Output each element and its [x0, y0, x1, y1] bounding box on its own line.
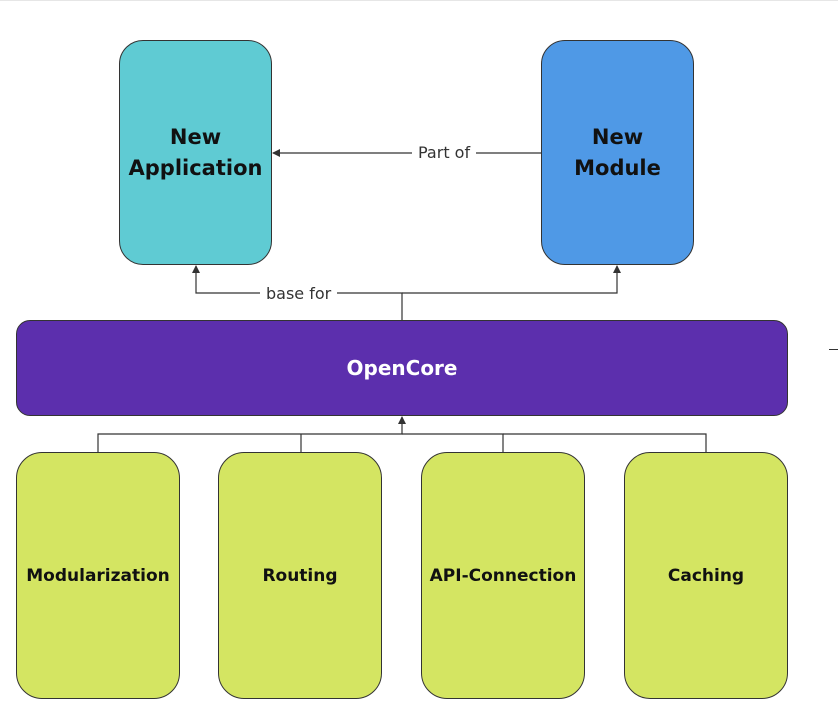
- top-divider: [0, 0, 838, 1]
- edge-base-for-module: [402, 265, 621, 294]
- node-caching-label: Caching: [667, 565, 745, 586]
- node-new-module[interactable]: New Module: [541, 40, 694, 265]
- node-routing[interactable]: Routing: [218, 452, 382, 699]
- node-api-connection-label: API-Connection: [429, 565, 577, 586]
- node-modularization[interactable]: Modularization: [16, 452, 180, 699]
- node-opencore[interactable]: OpenCore: [16, 320, 788, 416]
- node-routing-label: Routing: [262, 565, 338, 586]
- edge-label-part-of: Part of: [412, 143, 477, 163]
- node-modularization-label: Modularization: [26, 565, 170, 586]
- edge-modularization-to-core: [97, 416, 406, 452]
- edge-api-connection-to-core: [402, 433, 504, 452]
- node-new-application[interactable]: New Application: [119, 40, 272, 265]
- node-caching[interactable]: Caching: [624, 452, 788, 699]
- node-new-module-label: New Module: [574, 124, 661, 180]
- node-api-connection[interactable]: API-Connection: [421, 452, 585, 699]
- edge-label-base-for: base for: [260, 284, 338, 304]
- edge-stub-offscreen: [829, 349, 838, 350]
- edge-caching-to-core: [503, 433, 707, 452]
- node-opencore-label: OpenCore: [346, 356, 458, 380]
- node-new-application-label: New Application: [128, 124, 263, 180]
